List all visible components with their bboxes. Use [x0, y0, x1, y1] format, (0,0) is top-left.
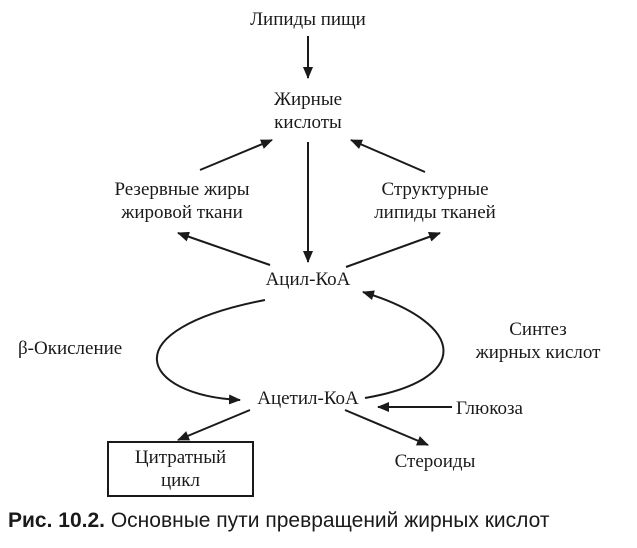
arrow-acetyl-to-citric — [177, 409, 251, 441]
node-acetyl-coa: Ацетил-КоА — [257, 388, 359, 409]
node-acyl-coa: Ацил-КоА — [265, 269, 351, 290]
node-citric-cycle-line-1: Цитратный — [134, 447, 227, 468]
node-fatty-acid-synthesis-line-1: Синтез — [509, 319, 567, 340]
arc-fatty-acid-synthesis — [362, 290, 445, 399]
node-beta-oxidation: β-Окисление — [18, 338, 123, 359]
arrow-acyl-to-reserve — [177, 231, 271, 266]
node-steroids: Стероиды — [394, 451, 476, 472]
node-structural-lipids-line-2: липиды тканей — [374, 202, 496, 223]
node-fatty-acid-synthesis: Синтез жирных кислот — [448, 318, 628, 364]
arrows-layer — [156, 36, 452, 446]
node-citric-cycle: Цитратный цикл — [107, 441, 254, 497]
figure-caption-text: Основные пути превращений жирных кислот — [110, 509, 550, 532]
figure-caption: Рис. 10.2. Основные пути превращений жир… — [8, 508, 549, 534]
node-dietary-lipids: Липиды пищи — [250, 9, 366, 30]
arrow-acyl-to-structural — [345, 232, 441, 268]
node-structural-lipids-line-1: Структурные — [381, 179, 489, 200]
node-reserve-fats-line-2: жировой ткани — [121, 202, 243, 223]
fatty-acid-pathways-diagram: Липиды пищи Жирные кислоты Резервные жир… — [18, 9, 628, 497]
figure-caption-label: Рис. 10.2. — [8, 509, 105, 532]
node-fatty-acid-synthesis-line-2: жирных кислот — [475, 342, 601, 363]
node-fatty-acids-line-1: Жирные — [273, 89, 343, 110]
node-fatty-acids-line-2: кислоты — [274, 112, 342, 133]
node-citric-cycle-line-2: цикл — [160, 470, 201, 491]
node-glucose: Глюкоза — [456, 398, 523, 419]
arrow-acetyl-to-steroids — [344, 409, 429, 446]
arc-beta-oxidation — [156, 299, 266, 405]
node-reserve-fats: Резервные жиры жировой ткани — [92, 178, 272, 224]
arrow-structural-to-fatty — [350, 139, 426, 173]
node-fatty-acids: Жирные кислоты — [248, 88, 368, 134]
node-structural-lipids: Структурные липиды тканей — [350, 178, 520, 224]
arrow-reserve-to-fatty — [199, 139, 273, 171]
node-reserve-fats-line-1: Резервные жиры — [114, 179, 250, 200]
